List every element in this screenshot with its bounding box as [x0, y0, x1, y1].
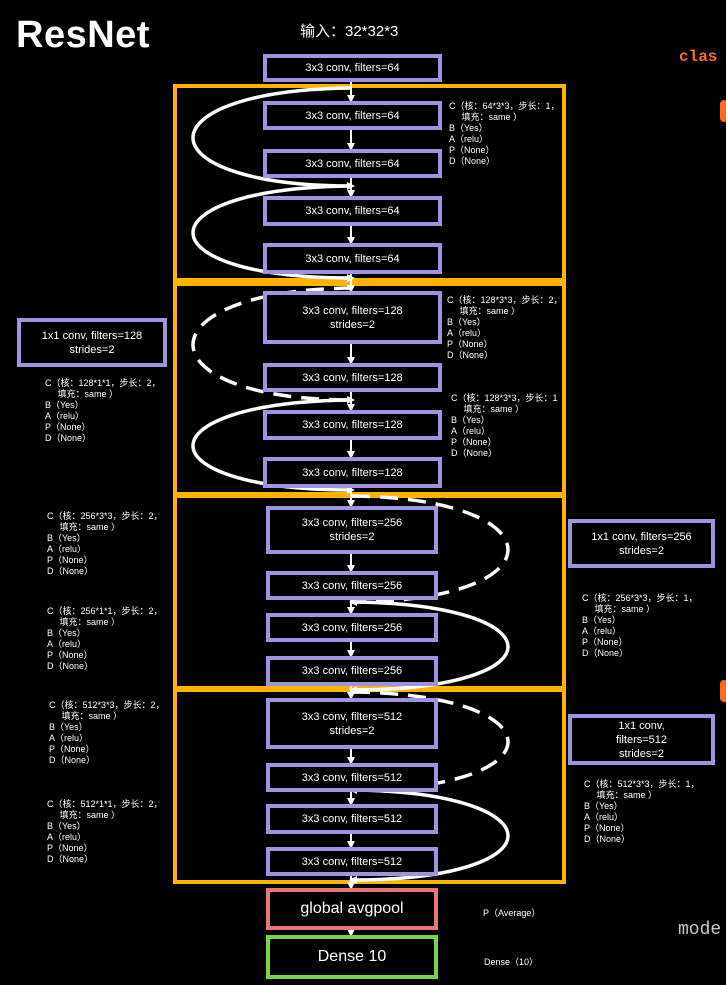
code-fragment-model: mode [678, 920, 722, 940]
conv-box-label: 3x3 conv, filters=256 [301, 665, 403, 677]
annotation-conv-256-stride2: C（核：256*3*3，步长：2， 填充：same ） B（Yes） A（rel… [47, 511, 163, 576]
shortcut-conv-128: 1x1 conv, filters=128 strides=2 [17, 318, 167, 367]
code-fragment-class: clas [679, 48, 718, 66]
conv-box-label: 3x3 conv, filters=128 [302, 304, 403, 317]
skip-dashed-256 [349, 494, 510, 606]
skip-dashed-128 [191, 286, 355, 404]
conv-box-2: 3x3 conv, filters=64 [263, 149, 442, 178]
conv-box-label: 3x3 conv, filters=64 [305, 62, 400, 74]
annotation-conv-256: C（核：256*3*3，步长：1， 填充：same ） B（Yes） A（rel… [582, 593, 698, 658]
annotation-dense: Dense（10） [484, 957, 539, 967]
conv-box-label: 3x3 conv, filters=256 [301, 621, 403, 634]
conv-box-10: 3x3 conv, filters=256 [266, 571, 438, 600]
conv-box-label: 3x3 conv, filters=512 [301, 813, 403, 825]
pool-label: global avgpool [300, 900, 404, 917]
annotation-shortcut-256: C（核：256*1*1，步长：2， 填充：same ） B（Yes） A（rel… [47, 606, 163, 671]
conv-box-label: 3x3 conv, filters=256 [301, 517, 403, 529]
skip-loop-64-a [191, 86, 355, 190]
stage-64-frame [173, 84, 566, 282]
conv-box-15: 3x3 conv, filters=512 [266, 804, 438, 834]
conv-box-16: 3x3 conv, filters=512 [266, 847, 438, 876]
diagram-title: ResNet [16, 14, 150, 56]
conv-box-11: 3x3 conv, filters=256 [266, 613, 438, 642]
skip-dashed-512 [349, 690, 510, 794]
conv-box-label: 3x3 conv, filters=128 [302, 466, 403, 479]
shortcut-stride: strides=2 [619, 747, 664, 760]
conv-box-0: 3x3 conv, filters=64 [263, 54, 442, 82]
global-avgpool-box: global avgpool [266, 888, 438, 930]
annotation-pool: P（Average） [483, 908, 541, 918]
shortcut-filters: filters=512 [615, 733, 668, 746]
conv-box-label: 3x3 conv, filters=64 [305, 205, 400, 217]
dense-label: Dense 10 [317, 948, 387, 965]
shortcut-label: 1x1 conv, [618, 719, 665, 732]
conv-box-13: 3x3 conv, filters=512 strides=2 [266, 698, 438, 749]
annotation-conv-512-stride2: C（核：512*3*3，步长：2， 填充：same ） B（Yes） A（rel… [49, 700, 165, 765]
conv-box-stride: strides=2 [329, 531, 375, 543]
conv-box-stride: strides=2 [329, 724, 375, 737]
conv-box-6: 3x3 conv, filters=128 [263, 363, 442, 392]
annotation-conv-512: C（核：512*3*3，步长：1， 填充：same ） B（Yes） A（rel… [584, 779, 700, 844]
input-shape-label: 输入：32*32*3 [300, 23, 399, 40]
conv-box-5: 3x3 conv, filters=128 strides=2 [263, 291, 442, 344]
annotation-shortcut-512: C（核：512*1*1，步长：2， 填充：same ） B（Yes） A（rel… [47, 799, 163, 864]
conv-box-label: 3x3 conv, filters=64 [305, 252, 400, 265]
shortcut-label: 1x1 conv, filters=128 [41, 329, 143, 342]
conv-box-12: 3x3 conv, filters=256 [266, 656, 438, 686]
conv-box-9: 3x3 conv, filters=256 strides=2 [266, 506, 438, 554]
conv-box-stride: strides=2 [330, 318, 375, 331]
code-bullet-marker [720, 100, 726, 122]
shortcut-stride: strides=2 [69, 343, 115, 356]
shortcut-stride: strides=2 [619, 544, 664, 557]
shortcut-conv-256: 1x1 conv, filters=256 strides=2 [568, 519, 715, 568]
conv-box-3: 3x3 conv, filters=64 [263, 196, 442, 226]
annotation-shortcut-128: C（核：128*1*1，步长：2， 填充：same ） B（Yes） A（rel… [45, 378, 161, 443]
conv-box-label: 3x3 conv, filters=128 [302, 419, 403, 431]
shortcut-label: 1x1 conv, filters=256 [591, 530, 692, 543]
conv-box-label: 3x3 conv, filters=512 [301, 710, 403, 723]
conv-box-label: 3x3 conv, filters=128 [302, 371, 403, 384]
conv-box-8: 3x3 conv, filters=128 [263, 457, 442, 488]
annotation-conv-128: C（核：128*3*3，步长：1 填充：same ） B（Yes） A（relu… [451, 393, 558, 458]
conv-box-label: 3x3 conv, filters=256 [301, 579, 403, 592]
conv-box-label: 3x3 conv, filters=64 [305, 109, 400, 122]
dense-box: Dense 10 [266, 935, 438, 979]
conv-box-14: 3x3 conv, filters=512 [266, 763, 438, 792]
conv-box-label: 3x3 conv, filters=64 [305, 157, 400, 170]
annotation-conv-64: C（核：64*3*3，步长：1， 填充：same ） B（Yes） A（relu… [449, 101, 560, 166]
shortcut-conv-512: 1x1 conv, filters=512 strides=2 [568, 714, 715, 765]
conv-box-4: 3x3 conv, filters=64 [263, 243, 442, 274]
conv-box-label: 3x3 conv, filters=512 [301, 855, 403, 868]
annotation-conv-128-stride2: C（核：128*3*3，步长：2， 填充：same ） B（Yes） A（rel… [447, 295, 563, 360]
conv-box-label: 3x3 conv, filters=512 [301, 771, 403, 784]
code-bullet-marker [720, 680, 726, 702]
conv-box-7: 3x3 conv, filters=128 [263, 410, 442, 440]
conv-box-1: 3x3 conv, filters=64 [263, 101, 442, 130]
